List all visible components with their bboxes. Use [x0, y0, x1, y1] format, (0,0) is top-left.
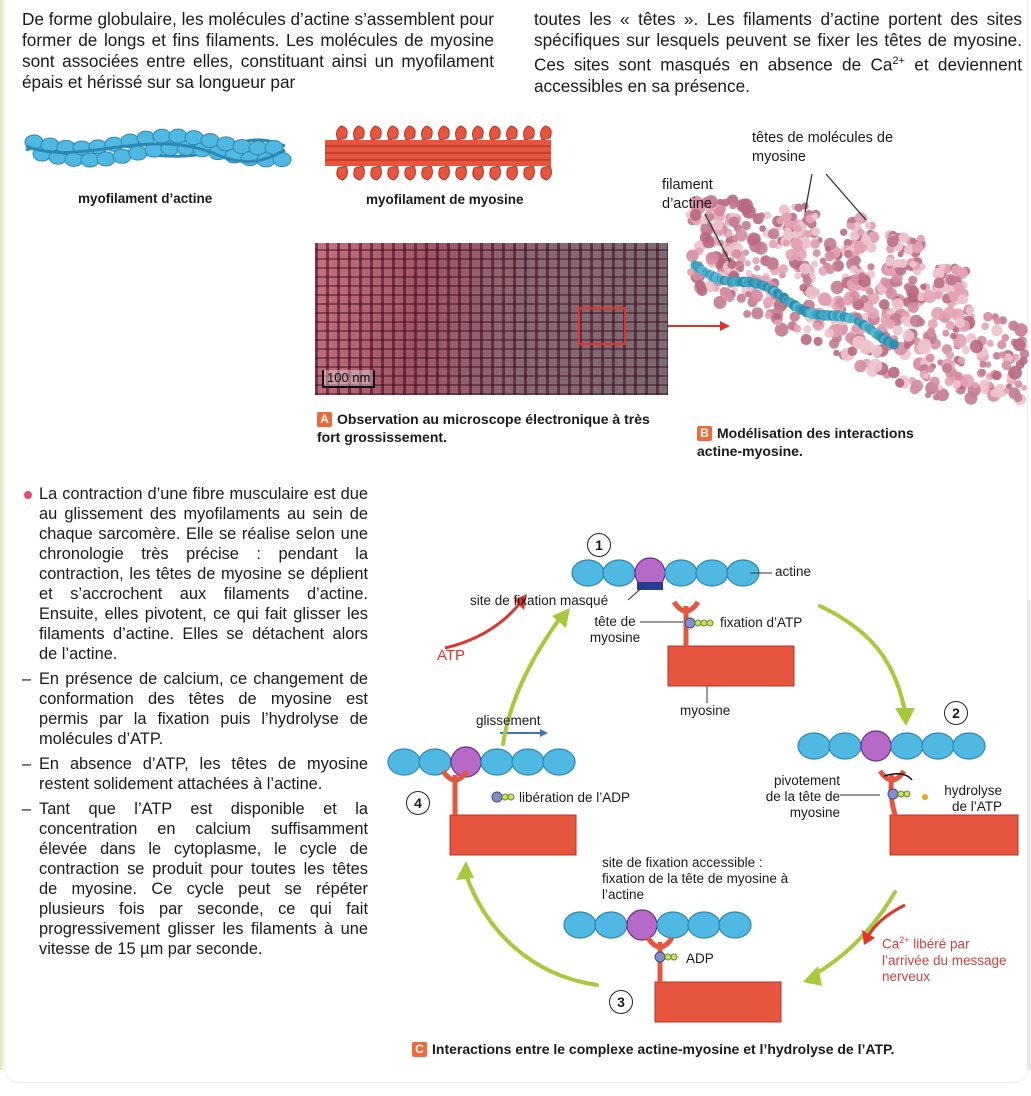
step-3-number: 3	[609, 990, 633, 1014]
badge-a: A	[317, 412, 332, 427]
badge-c: C	[412, 1042, 427, 1057]
ca-sup: 2+	[899, 935, 910, 945]
right-margin-bar	[1027, 600, 1031, 1070]
myosin-heads-label: têtes de molécules de myosine	[752, 130, 894, 165]
myosin-filament-illustration	[325, 125, 552, 181]
ca-rest: libéré par l’arrivée du message nerveux	[882, 936, 1007, 984]
bullet-dot	[24, 491, 32, 499]
explanation-text: La contraction d’une fibre musculaire es…	[22, 484, 368, 964]
paragraph-3-text: En absence d’ATP, les têtes de myosine r…	[39, 755, 368, 793]
intro-right-text: toutes les « têtes ». Les filaments d’ac…	[534, 9, 1022, 75]
caption-c: C Interactions entre le complexe actine-m…	[412, 1040, 972, 1058]
caption-c-text: Interactions entre le complexe actine-my…	[432, 1041, 895, 1057]
electron-micrograph	[315, 243, 668, 395]
page-frame	[4, 0, 1028, 1083]
label-hydrolyse: hydrolyse de l’ATP	[944, 783, 1002, 814]
label-site-accessible: site de fixation accessible : fixation d…	[602, 855, 789, 902]
intro-left: De forme globulaire, les molécules d’act…	[22, 9, 494, 92]
actomyosin-model	[685, 194, 1030, 406]
step-4-number: 4	[406, 791, 430, 815]
label-adp: ADP	[686, 951, 714, 966]
label-myosine: myosine	[680, 703, 731, 718]
step-2-number: 2	[944, 701, 968, 725]
paragraph-1-text: La contraction d’une fibre musculaire es…	[39, 485, 368, 663]
myosin-filament-label: myofilament de myosine	[366, 192, 524, 207]
dash: –	[22, 670, 32, 688]
cycle-diagram	[387, 557, 1019, 1023]
intro-right: toutes les « têtes ». Les filaments d’ac…	[534, 9, 1022, 97]
paragraph-1: La contraction d’une fibre musculaire es…	[22, 484, 368, 664]
caption-a-text: Observation au microscope électronique à…	[317, 411, 650, 445]
paragraph-4-text: Tant que l’ATP est disponible et la conc…	[39, 800, 368, 958]
dash: –	[22, 755, 32, 773]
label-site-masque: site de fixation masqué	[470, 593, 609, 608]
label-pivotement: pivotement de la tête de myosine	[765, 773, 840, 820]
label-tete-myosine: tête de myosine	[589, 614, 641, 645]
actin-filament-illustration	[24, 128, 292, 168]
dash: –	[22, 800, 32, 818]
paragraph-2: –En présence de calcium, ce changement d…	[22, 669, 368, 749]
paragraph-4: –Tant que l’ATP est disponible et la con…	[22, 799, 368, 959]
label-liberation-adp: libération de l’ADP	[519, 790, 631, 805]
label-glissement: glissement	[476, 713, 541, 728]
paragraph-3: –En absence d’ATP, les têtes de myosine …	[22, 754, 368, 794]
badge-b: B	[697, 426, 712, 441]
label-atp: ATP	[437, 647, 466, 664]
scale-bar: 100 nm	[322, 370, 376, 388]
label-actine: actine	[775, 564, 812, 579]
intro-ca-sup: 2+	[892, 55, 905, 67]
intro-right-end: et deviennent accessibles en sa présence…	[534, 54, 1023, 96]
ca-text: Ca	[882, 936, 900, 952]
step-1-number: 1	[587, 533, 611, 557]
label-fixation-atp: fixation d’ATP	[720, 615, 803, 630]
actin-filament-model-label: filament d’actine	[662, 177, 713, 212]
label-calcium: Ca2+ libéré par l’arrivée du message ner…	[882, 932, 1012, 985]
actin-filament-label: myofilament d’actine	[78, 191, 213, 206]
left-margin-bar	[0, 0, 3, 1070]
zoom-box	[578, 307, 626, 345]
caption-b-text: Modélisation des interactions actine-myo…	[697, 425, 914, 459]
paragraph-2-text: En présence de calcium, ce changement de…	[39, 670, 368, 748]
